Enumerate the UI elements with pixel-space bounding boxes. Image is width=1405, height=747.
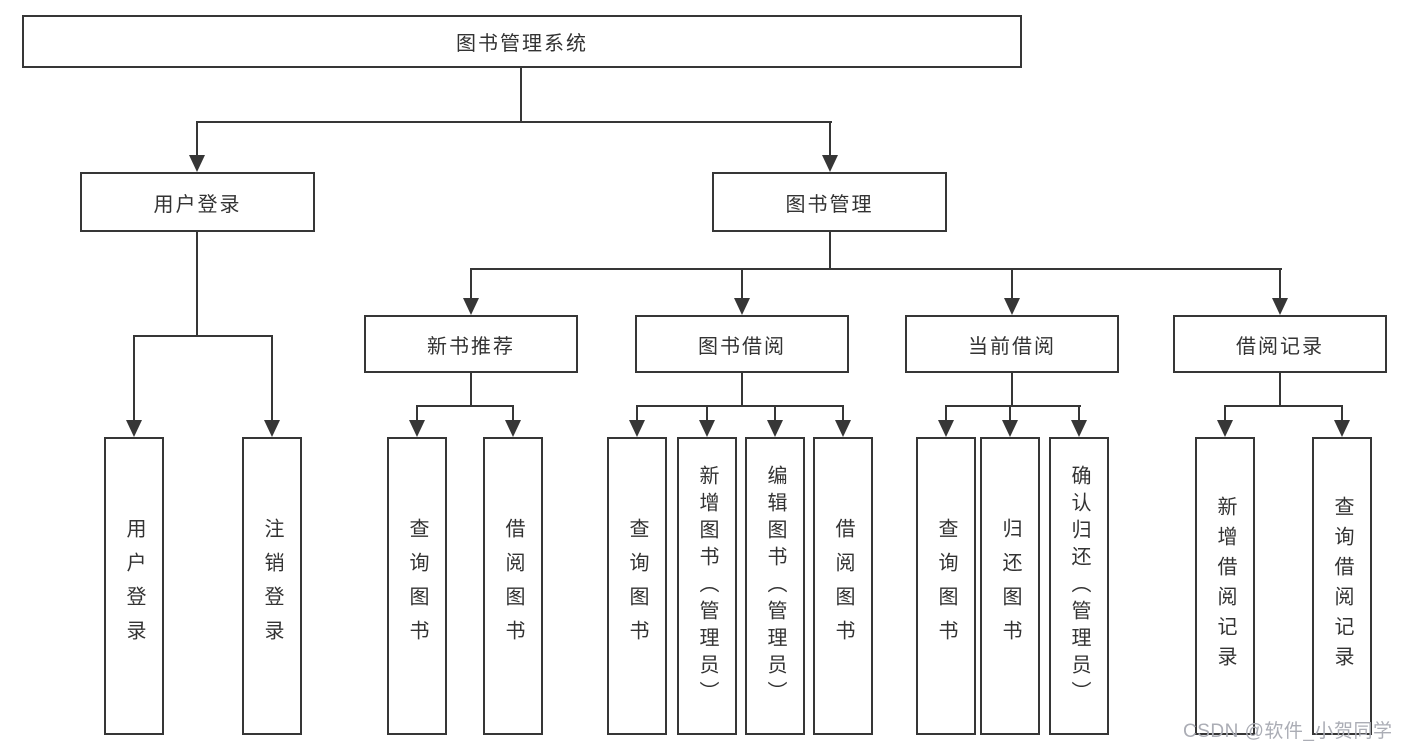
connector-stub bbox=[1279, 268, 1281, 300]
arrowhead-icon bbox=[1334, 420, 1350, 437]
arrowhead-icon bbox=[264, 420, 280, 437]
connector-mgmt-trunk bbox=[829, 232, 831, 270]
connector-stub bbox=[1341, 405, 1343, 423]
arrowhead-icon bbox=[767, 420, 783, 437]
connector-stub bbox=[842, 405, 844, 423]
leaf-label: 查询图书 bbox=[935, 518, 957, 654]
connector-user-trunk bbox=[196, 232, 198, 337]
connector-mgmt-branch bbox=[470, 268, 1282, 270]
connector-root-trunk bbox=[520, 68, 522, 123]
leaf-confirm-return-admin: 确认归还（管理员） bbox=[1049, 437, 1109, 735]
connector-branch bbox=[1224, 405, 1343, 407]
arrowhead-icon bbox=[1002, 420, 1018, 437]
node-user-login: 用户登录 bbox=[80, 172, 315, 232]
leaf-label: 新增图书（管理员） bbox=[696, 464, 718, 708]
arrowhead-icon bbox=[409, 420, 425, 437]
leaf-label: 注销登录 bbox=[261, 518, 283, 654]
connector-stub bbox=[512, 405, 514, 423]
arrowhead-icon bbox=[463, 298, 479, 315]
connector-root-branch bbox=[196, 121, 832, 123]
connector-stub bbox=[416, 405, 418, 423]
node-new-book-recommend: 新书推荐 bbox=[364, 315, 578, 373]
leaf-add-borrow-record: 新增借阅记录 bbox=[1195, 437, 1255, 735]
leaf-borrow-books: 借阅图书 bbox=[483, 437, 543, 735]
leaf-label: 用户登录 bbox=[123, 518, 145, 654]
node-book-borrowing: 图书借阅 bbox=[635, 315, 849, 373]
connector-stub bbox=[1009, 405, 1011, 423]
arrowhead-icon bbox=[835, 420, 851, 437]
connector-stub bbox=[706, 405, 708, 423]
connector-branch bbox=[416, 405, 514, 407]
leaf-label: 借阅图书 bbox=[502, 518, 524, 654]
leaf-query-books: 查询图书 bbox=[607, 437, 667, 735]
node-current-borrowing: 当前借阅 bbox=[905, 315, 1119, 373]
connector-branch bbox=[636, 405, 844, 407]
leaf-user-login: 用户登录 bbox=[104, 437, 164, 735]
connector-stub bbox=[636, 405, 638, 423]
arrowhead-icon bbox=[938, 420, 954, 437]
arrowhead-icon bbox=[629, 420, 645, 437]
connector-branch bbox=[945, 405, 1081, 407]
arrowhead-icon bbox=[734, 298, 750, 315]
connector-stub bbox=[741, 268, 743, 300]
leaf-borrow-books: 借阅图书 bbox=[813, 437, 873, 735]
connector-stub bbox=[1011, 268, 1013, 300]
node-borrowing-records: 借阅记录 bbox=[1173, 315, 1387, 373]
leaf-label: 借阅图书 bbox=[832, 518, 854, 654]
leaf-query-books: 查询图书 bbox=[387, 437, 447, 735]
leaf-label: 查询借阅记录 bbox=[1331, 496, 1353, 676]
arrowhead-icon bbox=[699, 420, 715, 437]
leaf-query-books: 查询图书 bbox=[916, 437, 976, 735]
arrowhead-icon bbox=[189, 155, 205, 172]
connector-user-branch bbox=[133, 335, 273, 337]
connector-stub bbox=[829, 121, 831, 159]
connector-trunk bbox=[470, 373, 472, 407]
leaf-query-borrow-record: 查询借阅记录 bbox=[1312, 437, 1372, 735]
connector-trunk bbox=[1279, 373, 1281, 407]
leaf-edit-books-admin: 编辑图书（管理员） bbox=[745, 437, 805, 735]
leaf-logout: 注销登录 bbox=[242, 437, 302, 735]
connector-stub bbox=[196, 121, 198, 159]
arrowhead-icon bbox=[1071, 420, 1087, 437]
node-root-library-system: 图书管理系统 bbox=[22, 15, 1022, 68]
arrowhead-icon bbox=[1004, 298, 1020, 315]
arrowhead-icon bbox=[822, 155, 838, 172]
leaf-label: 确认归还（管理员） bbox=[1068, 464, 1090, 708]
connector-stub bbox=[945, 405, 947, 423]
leaf-add-books-admin: 新增图书（管理员） bbox=[677, 437, 737, 735]
connector-stub bbox=[470, 268, 472, 300]
node-book-management: 图书管理 bbox=[712, 172, 947, 232]
connector-trunk bbox=[1011, 373, 1013, 407]
arrowhead-icon bbox=[505, 420, 521, 437]
leaf-return-books: 归还图书 bbox=[980, 437, 1040, 735]
csdn-watermark: CSDN @软件_小贺同学 bbox=[1183, 721, 1393, 742]
leaf-label: 查询图书 bbox=[626, 518, 648, 654]
connector-trunk bbox=[741, 373, 743, 407]
arrowhead-icon bbox=[1217, 420, 1233, 437]
connector-stub bbox=[774, 405, 776, 423]
leaf-label: 归还图书 bbox=[999, 518, 1021, 654]
connector-stub bbox=[133, 335, 135, 423]
connector-stub bbox=[1078, 405, 1080, 423]
arrowhead-icon bbox=[126, 420, 142, 437]
leaf-label: 编辑图书（管理员） bbox=[764, 464, 786, 708]
connector-stub bbox=[271, 335, 273, 423]
leaf-label: 新增借阅记录 bbox=[1214, 496, 1236, 676]
arrowhead-icon bbox=[1272, 298, 1288, 315]
connector-stub bbox=[1224, 405, 1226, 423]
leaf-label: 查询图书 bbox=[406, 518, 428, 654]
